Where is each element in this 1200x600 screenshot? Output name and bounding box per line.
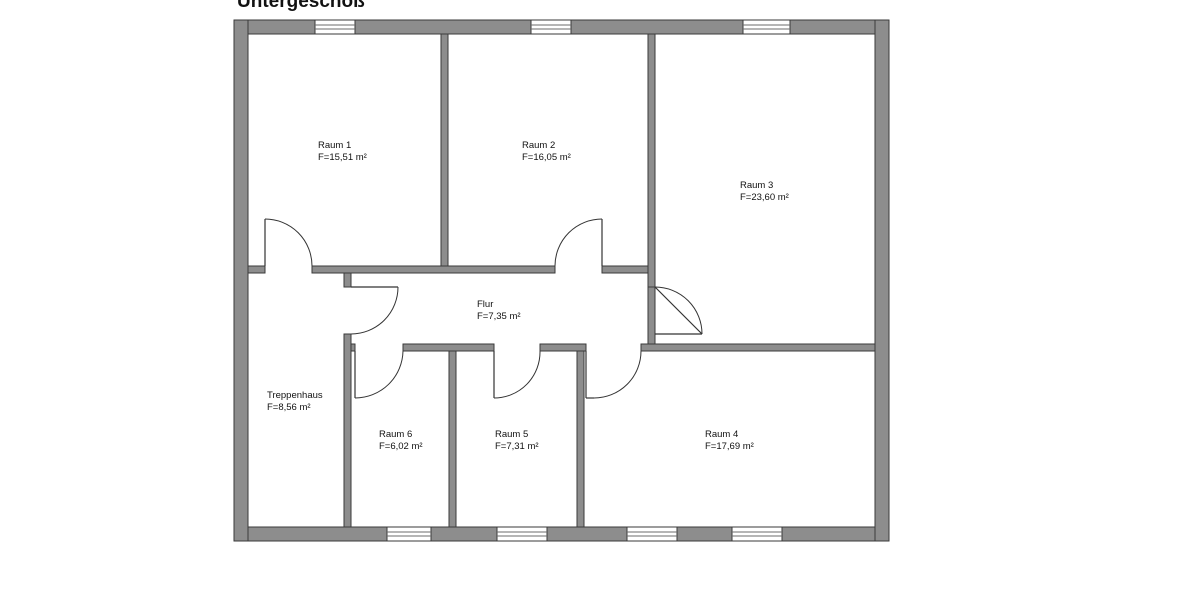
room-area: F=15,51 m²: [318, 152, 367, 163]
window-raum4-left: [626, 526, 678, 542]
room-area: F=7,35 m²: [477, 311, 521, 322]
doors: [264, 218, 703, 399]
window-raum5: [496, 526, 548, 542]
room-label-raum3: Raum 3 F=23,60 m²: [740, 180, 789, 203]
room-area: F=16,05 m²: [522, 152, 571, 163]
room-label-raum5: Raum 5 F=7,31 m²: [495, 429, 539, 452]
room-name: Treppenhaus: [267, 390, 323, 401]
floor-title: Untergeschoß: [237, 0, 365, 12]
door-raum4: [585, 350, 642, 399]
door-raum3: [654, 286, 703, 335]
room-label-raum4: Raum 4 F=17,69 m²: [705, 429, 754, 452]
room-labels: Raum 1 F=15,51 m² Raum 2 F=16,05 m² Raum…: [267, 140, 789, 452]
room-label-flur: Flur F=7,35 m²: [477, 299, 521, 322]
door-treppenhaus: [350, 286, 399, 335]
window-raum3: [742, 19, 791, 35]
room-name: Raum 1: [318, 140, 351, 151]
room-label-treppenhaus: Treppenhaus F=8,56 m²: [267, 390, 323, 413]
room-name: Raum 4: [705, 429, 738, 440]
room-area: F=23,60 m²: [740, 192, 789, 203]
door-raum1: [264, 218, 313, 267]
windows: [314, 19, 791, 542]
window-raum2: [530, 19, 572, 35]
window-raum1: [314, 19, 356, 35]
room-area: F=8,56 m²: [267, 402, 311, 413]
room-area: F=7,31 m²: [495, 441, 539, 452]
room-name: Raum 3: [740, 180, 773, 191]
window-raum6: [386, 526, 432, 542]
room-name: Raum 2: [522, 140, 555, 151]
door-raum5: [493, 350, 541, 399]
interior-walls: [247, 33, 876, 528]
outer-walls: [233, 19, 890, 542]
door-raum6: [354, 350, 404, 399]
door-raum2: [554, 218, 603, 267]
room-label-raum6: Raum 6 F=6,02 m²: [379, 429, 423, 452]
room-label-raum1: Raum 1 F=15,51 m²: [318, 140, 367, 163]
room-name: Flur: [477, 299, 493, 310]
window-raum4-right: [731, 526, 783, 542]
room-name: Raum 6: [379, 429, 412, 440]
room-area: F=17,69 m²: [705, 441, 754, 452]
room-area: F=6,02 m²: [379, 441, 423, 452]
room-label-raum2: Raum 2 F=16,05 m²: [522, 140, 571, 163]
room-name: Raum 5: [495, 429, 528, 440]
